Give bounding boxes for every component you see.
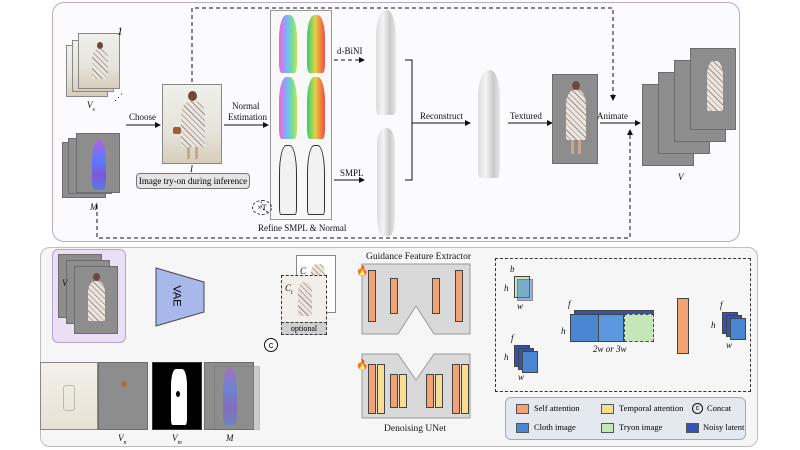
fire-icon-gfe: 🔥 (356, 266, 369, 277)
gfe-self-attn-1 (368, 270, 376, 322)
unet-temporal-attn-3 (435, 374, 443, 408)
gfe-self-attn-2 (390, 278, 398, 314)
unet-self-attn-2 (390, 374, 398, 408)
try-on-image (162, 84, 222, 164)
gfe-shape (361, 263, 471, 335)
legend-swatch-temporal-attn (601, 404, 614, 414)
vae-encoder (155, 267, 205, 327)
vs-label: Vs (87, 100, 95, 113)
dbini-label: d-BiNI (337, 46, 363, 56)
legend-temporal-attn: Temporal attention (619, 403, 684, 413)
f-label-3: f (568, 299, 571, 309)
vae-label: VAE (170, 285, 183, 307)
vn-frame (98, 362, 148, 430)
gfe-title: Guidance Feature Extractor (366, 252, 471, 262)
dbini-mesh (366, 10, 406, 120)
legend: Self attention Temporal attention c Conc… (505, 397, 746, 440)
b-label: b (510, 264, 515, 274)
vn-label: Vn (118, 433, 127, 446)
v-label-top: V (678, 172, 684, 182)
v-frame-4 (690, 48, 736, 130)
gfe-self-attn-3 (432, 278, 440, 314)
more-frames-dots: ⋰ (114, 92, 124, 102)
i-label: I (190, 164, 193, 174)
f-label-2: f (511, 333, 514, 343)
m-pose-frame-back (214, 366, 260, 430)
legend-swatch-cloth (516, 423, 529, 433)
legend-noisy: Noisy latent (703, 422, 745, 432)
legend-concat-symbol: c (692, 403, 703, 414)
unet-self-attn-4 (452, 364, 460, 414)
reconstructed-mesh (470, 70, 508, 180)
smpl-label: SMPL (340, 168, 364, 178)
w-label-1: w (517, 301, 524, 311)
w-label-2: w (518, 372, 525, 382)
dim-label: 2w or 3w (593, 344, 627, 354)
top-dashed-path (191, 7, 616, 101)
xt-loop: ×T (252, 200, 272, 215)
noisy-latent-block-3 (522, 351, 538, 373)
tryon-latent-block-back (517, 279, 533, 301)
fire-icon-unet: 🔥 (356, 360, 369, 371)
choose-label: Choose (129, 112, 156, 122)
normals-grid (270, 10, 332, 220)
h-label-3: h (561, 326, 566, 336)
w-label-4: w (726, 340, 733, 350)
refine-label: Refine SMPL & Normal (258, 223, 347, 233)
v-label-bottom: V (62, 278, 68, 288)
detail-self-attn (677, 298, 689, 354)
f-label-4: f (720, 300, 723, 310)
unet-temporal-attn-4 (461, 364, 469, 414)
legend-tryon: Tryon image (619, 422, 663, 432)
concat-tryon-part (624, 314, 654, 342)
output-latent-3 (730, 318, 746, 340)
v-in-frame-3 (74, 266, 118, 334)
concat-node: c (264, 338, 278, 352)
gfe-self-attn-4 (455, 270, 463, 322)
concat-cloth-part (570, 314, 600, 342)
m-frame-front (76, 133, 120, 193)
reconstruct-label: Reconstruct (420, 111, 463, 121)
legend-self-attn: Self attention (534, 403, 580, 413)
ct-label: Ct (285, 283, 293, 296)
index-label: 1 (117, 24, 123, 38)
animate-label: Animate (597, 111, 628, 121)
textured-label: Textured (510, 111, 542, 121)
legend-cloth: Cloth image (534, 422, 576, 432)
vm-mask-frame (152, 362, 202, 430)
normal-label-2: Estimation (228, 112, 267, 122)
vs-frame-front (78, 33, 120, 89)
c-label: C (300, 266, 307, 276)
legend-concat: Concat (707, 403, 732, 413)
smpl-mesh (366, 128, 406, 238)
m-pose-frame (204, 362, 254, 430)
bottom-dashed-path (96, 129, 633, 239)
optional-label: optional (281, 322, 327, 335)
h-label-2: h (504, 352, 509, 362)
legend-swatch-tryon (601, 423, 614, 433)
tryon-note: Image try-on during inference (136, 173, 250, 189)
vn-bg-frame (40, 362, 98, 430)
unet-self-attn-3 (426, 374, 434, 408)
unet-temporal-attn-2 (399, 374, 407, 408)
vm-label: Vm (172, 433, 182, 446)
m-label-bottom: M (226, 433, 234, 443)
legend-swatch-self-attn (516, 404, 529, 414)
unet-shape (361, 353, 471, 419)
m-label-top: M (90, 202, 98, 212)
h-label-1: h (504, 283, 509, 293)
attention-detail-box (495, 258, 751, 392)
concat-cloth-part-2 (598, 314, 624, 342)
textured-avatar (552, 74, 598, 164)
unet-title: Denoising UNet (384, 424, 447, 434)
unet-temporal-attn-1 (377, 364, 385, 414)
h-label-4: h (711, 320, 716, 330)
unet-self-attn-1 (368, 364, 376, 414)
normal-label-1: Normal (232, 101, 260, 111)
legend-swatch-noisy (686, 423, 699, 433)
